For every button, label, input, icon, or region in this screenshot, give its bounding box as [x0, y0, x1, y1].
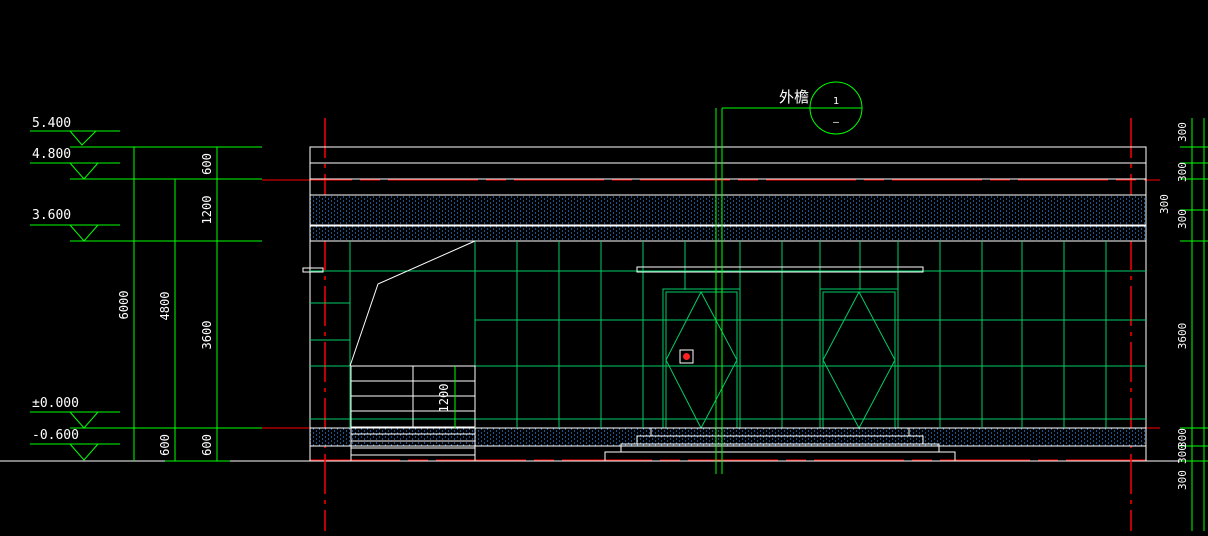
door-marker-dot	[683, 353, 690, 360]
dim-total-6000: 6000	[117, 291, 131, 320]
callout-index-bottom: –	[833, 117, 840, 128]
dim-seg-600-top: 600	[200, 153, 214, 175]
hatch-band-base	[309, 427, 1147, 447]
roof-bands	[309, 146, 1147, 196]
entrance-steps	[604, 427, 956, 462]
callout-leader	[715, 107, 810, 474]
window-dim-label: 1200	[437, 384, 451, 413]
callout-index-top: 1	[833, 96, 839, 107]
right-dim-7: 300	[1176, 444, 1189, 464]
entrance-canopy	[636, 266, 924, 273]
elevation-marker-0000: ±0.000	[30, 396, 262, 429]
sloped-feature-wall	[349, 240, 476, 367]
callout-label: 外檐	[779, 88, 809, 106]
main-door	[662, 288, 741, 430]
elevation-label-3600: 3.600	[32, 208, 71, 223]
dim-seg-3600: 3600	[200, 321, 214, 350]
dim-seg-1200: 1200	[200, 196, 214, 225]
right-dim-3: 300	[1158, 194, 1171, 214]
right-dim-1: 300	[1176, 122, 1189, 142]
dim-seg-600-bottom: 600	[200, 434, 214, 456]
right-dimension-lines	[1180, 118, 1208, 531]
side-steps	[350, 428, 476, 461]
dim-mid-4800: 4800	[158, 292, 172, 321]
right-dim-8: 300	[1176, 470, 1189, 490]
elevation-marker-3600: 3.600	[30, 208, 262, 242]
hatch-band-mid	[309, 225, 1147, 242]
right-dim-5: 3600	[1176, 323, 1189, 350]
side-canopy	[302, 267, 324, 273]
elevation-label-4800: 4.800	[32, 147, 71, 162]
elevation-marker-4800: 4.800	[30, 147, 262, 180]
elevation-label-0600: -0.600	[32, 428, 79, 443]
elevation-marker-5400: 5.400	[30, 116, 262, 148]
side-door	[819, 288, 899, 430]
louvre-windows	[350, 365, 476, 428]
elevation-marker-0600: -0.600	[30, 428, 120, 461]
right-dim-6: 300	[1176, 428, 1189, 448]
hatch-band-top	[309, 194, 1147, 226]
door-marker	[679, 349, 694, 364]
wall-outline	[309, 147, 1147, 461]
right-dim-4: 300	[1176, 209, 1189, 229]
left-dimension-lines	[133, 147, 230, 462]
curtain-wall-grid	[310, 241, 1146, 428]
dim-left-600-base: 600	[158, 434, 172, 456]
elevation-label-0000: ±0.000	[32, 396, 79, 411]
right-dim-2: 300	[1176, 162, 1189, 182]
elevation-label-5400: 5.400	[32, 116, 71, 131]
